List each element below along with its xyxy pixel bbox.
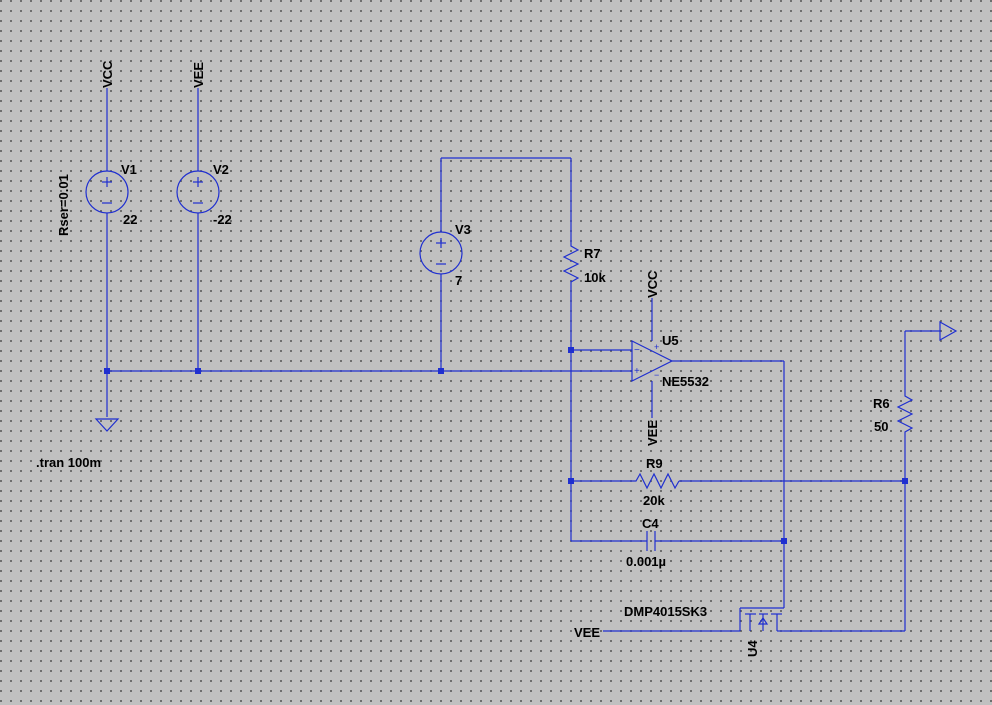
gate-vee-label: VEE [574, 625, 600, 640]
svg-text:+: + [634, 366, 640, 377]
resistor-r6[interactable] [896, 392, 914, 436]
r9-name: R9 [646, 456, 663, 471]
r7-value: 10k [584, 270, 606, 285]
u5-model: NE5532 [662, 374, 709, 389]
mosfet-model: DMP4015SK3 [624, 604, 707, 619]
opamp-u5[interactable]: − + + − [631, 340, 674, 382]
r9-value: 20k [643, 493, 665, 508]
v2-value: -22 [213, 212, 232, 227]
junctions [104, 347, 908, 544]
r6-name: R6 [873, 396, 890, 411]
r7-name: R7 [584, 246, 601, 261]
net-label-vee: VEE [191, 62, 206, 88]
output-port-icon[interactable] [939, 320, 958, 342]
c4-name: C4 [642, 516, 659, 531]
voltage-source-v1[interactable] [85, 170, 129, 214]
u5-name: U5 [662, 333, 679, 348]
c4-value: 0.001µ [626, 554, 666, 569]
spice-directive[interactable]: .tran 100m [36, 455, 101, 470]
resistor-r7[interactable] [562, 242, 580, 286]
r6-value: 50 [874, 419, 888, 434]
wires [106, 88, 940, 632]
mosfet-u4[interactable] [739, 607, 784, 632]
capacitor-c4[interactable] [646, 531, 656, 551]
u4-name: U4 [745, 640, 760, 657]
v1-rser: Rser=0.01 [56, 174, 71, 236]
v1-body [85, 170, 129, 214]
svg-text:+: + [654, 342, 659, 352]
resistor-r9[interactable] [631, 472, 680, 490]
opamp-vee-label: VEE [645, 420, 660, 446]
ground-icon[interactable] [94, 418, 120, 432]
v1-value: 22 [123, 212, 137, 227]
v1-name: V1 [121, 162, 137, 177]
voltage-source-v3[interactable] [419, 231, 463, 275]
svg-text:−: − [634, 345, 640, 356]
svg-text:−: − [654, 370, 659, 380]
opamp-vcc-label: VCC [645, 270, 660, 298]
v2-name: V2 [213, 162, 229, 177]
v3-name: V3 [455, 222, 471, 237]
net-label-vcc: VCC [100, 60, 115, 88]
voltage-source-v2[interactable] [176, 170, 220, 214]
v3-value: 7 [455, 273, 462, 288]
